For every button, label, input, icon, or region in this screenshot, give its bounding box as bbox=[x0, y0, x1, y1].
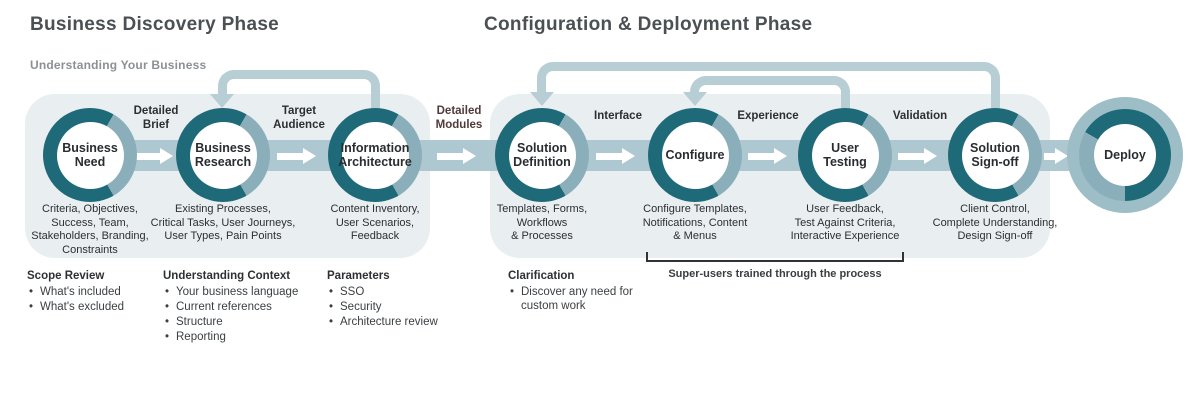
flow-arrow-icon bbox=[437, 148, 476, 164]
step-details: User Feedback, Test Against Criteria, In… bbox=[790, 203, 900, 243]
note-item: Your business language bbox=[163, 285, 328, 299]
note-title: Understanding Context bbox=[163, 270, 291, 282]
step-label: Solution Sign-off bbox=[970, 140, 1020, 169]
step-details: Criteria, Objectives, Success, Team, Sta… bbox=[31, 203, 149, 256]
step-label: Information Architecture bbox=[338, 140, 412, 169]
feedback-loop-arrow-testing-to-configure bbox=[690, 76, 850, 94]
training-bracket bbox=[646, 252, 904, 262]
feedback-loop-arrow-info-to-research bbox=[218, 70, 380, 96]
step-label: Business Research bbox=[194, 140, 252, 169]
feedback-loop-leg bbox=[371, 92, 380, 116]
note-item: Security bbox=[327, 300, 477, 314]
flow-arrow-icon bbox=[748, 148, 787, 164]
step-solution-definition: Solution Definition bbox=[495, 108, 589, 202]
step-ring: Deploy bbox=[1079, 109, 1171, 201]
flow-arrow-icon bbox=[277, 148, 316, 164]
connector-label-experience: Experience bbox=[737, 110, 799, 122]
step-configure: Configure bbox=[648, 108, 742, 202]
flow-arrow-icon bbox=[134, 148, 173, 164]
step-details: Content Inventory, User Scenarios, Feedb… bbox=[330, 203, 420, 243]
feedback-loop-arrowhead-icon bbox=[210, 94, 234, 108]
feedback-loop-arrowhead-icon bbox=[530, 92, 554, 106]
note-item: SSO bbox=[327, 285, 477, 299]
step-details: Configure Templates, Notifications, Cont… bbox=[642, 203, 748, 243]
note-item: Structure bbox=[163, 315, 328, 329]
note-item: Reporting bbox=[163, 330, 328, 344]
step-solution-signoff: Solution Sign-off bbox=[948, 108, 1042, 202]
training-caption: Super-users trained through the process bbox=[668, 268, 882, 280]
connector-label-validation: Validation bbox=[892, 110, 948, 122]
feedback-loop-arrow-signoff-to-definition bbox=[537, 62, 1000, 94]
note-clarification: Clarification Discover any need for cust… bbox=[508, 270, 668, 314]
flow-arrow-icon bbox=[1044, 148, 1068, 164]
step-details: Client Control, Complete Understanding, … bbox=[932, 203, 1058, 243]
note-parameters: Parameters SSO Security Architecture rev… bbox=[327, 270, 477, 330]
note-item: Architecture review bbox=[327, 315, 477, 329]
step-label: User Testing bbox=[823, 140, 867, 169]
flow-arrow-icon bbox=[898, 148, 937, 164]
connector-label-target-audience: Target Audience bbox=[273, 105, 325, 131]
step-label: Deploy bbox=[1104, 147, 1146, 162]
note-title: Parameters bbox=[327, 270, 390, 282]
step-label: Configure bbox=[665, 147, 725, 162]
note-item: Current references bbox=[163, 300, 328, 314]
note-title: Scope Review bbox=[27, 270, 105, 282]
step-details: Existing Processes, Critical Tasks, User… bbox=[150, 203, 296, 243]
phase2-title: Configuration & Deployment Phase bbox=[484, 14, 813, 35]
feedback-loop-arrowhead-icon bbox=[683, 92, 707, 106]
note-scope-review: Scope Review What's included What's excl… bbox=[27, 270, 157, 315]
feedback-loop-leg bbox=[841, 90, 850, 116]
note-title: Clarification bbox=[508, 270, 575, 282]
step-label: Business Need bbox=[62, 140, 118, 169]
flow-arrow-icon bbox=[596, 148, 635, 164]
phase1-subtitle: Understanding Your Business bbox=[30, 58, 207, 72]
step-deploy: Deploy bbox=[1067, 97, 1183, 213]
phase1-title: Business Discovery Phase bbox=[30, 14, 280, 35]
step-details: Templates, Forms, Workflows & Processes bbox=[496, 203, 588, 243]
connector-label-detailed-brief: Detailed Brief bbox=[133, 105, 179, 131]
step-user-testing: User Testing bbox=[798, 108, 892, 202]
step-business-need: Business Need bbox=[43, 108, 137, 202]
feedback-loop-leg bbox=[991, 90, 1000, 116]
connector-label-detailed-modules: Detailed Modules bbox=[435, 105, 483, 131]
connector-label-interface: Interface bbox=[594, 110, 642, 122]
note-understanding-context: Understanding Context Your business lang… bbox=[163, 270, 328, 345]
step-label: Solution Definition bbox=[513, 140, 571, 169]
step-business-research: Business Research bbox=[176, 108, 270, 202]
note-item: What's included bbox=[27, 285, 157, 299]
step-information-architecture: Information Architecture bbox=[328, 108, 422, 202]
note-item: What's excluded bbox=[27, 300, 157, 314]
note-item: Discover any need for custom work bbox=[508, 285, 668, 313]
